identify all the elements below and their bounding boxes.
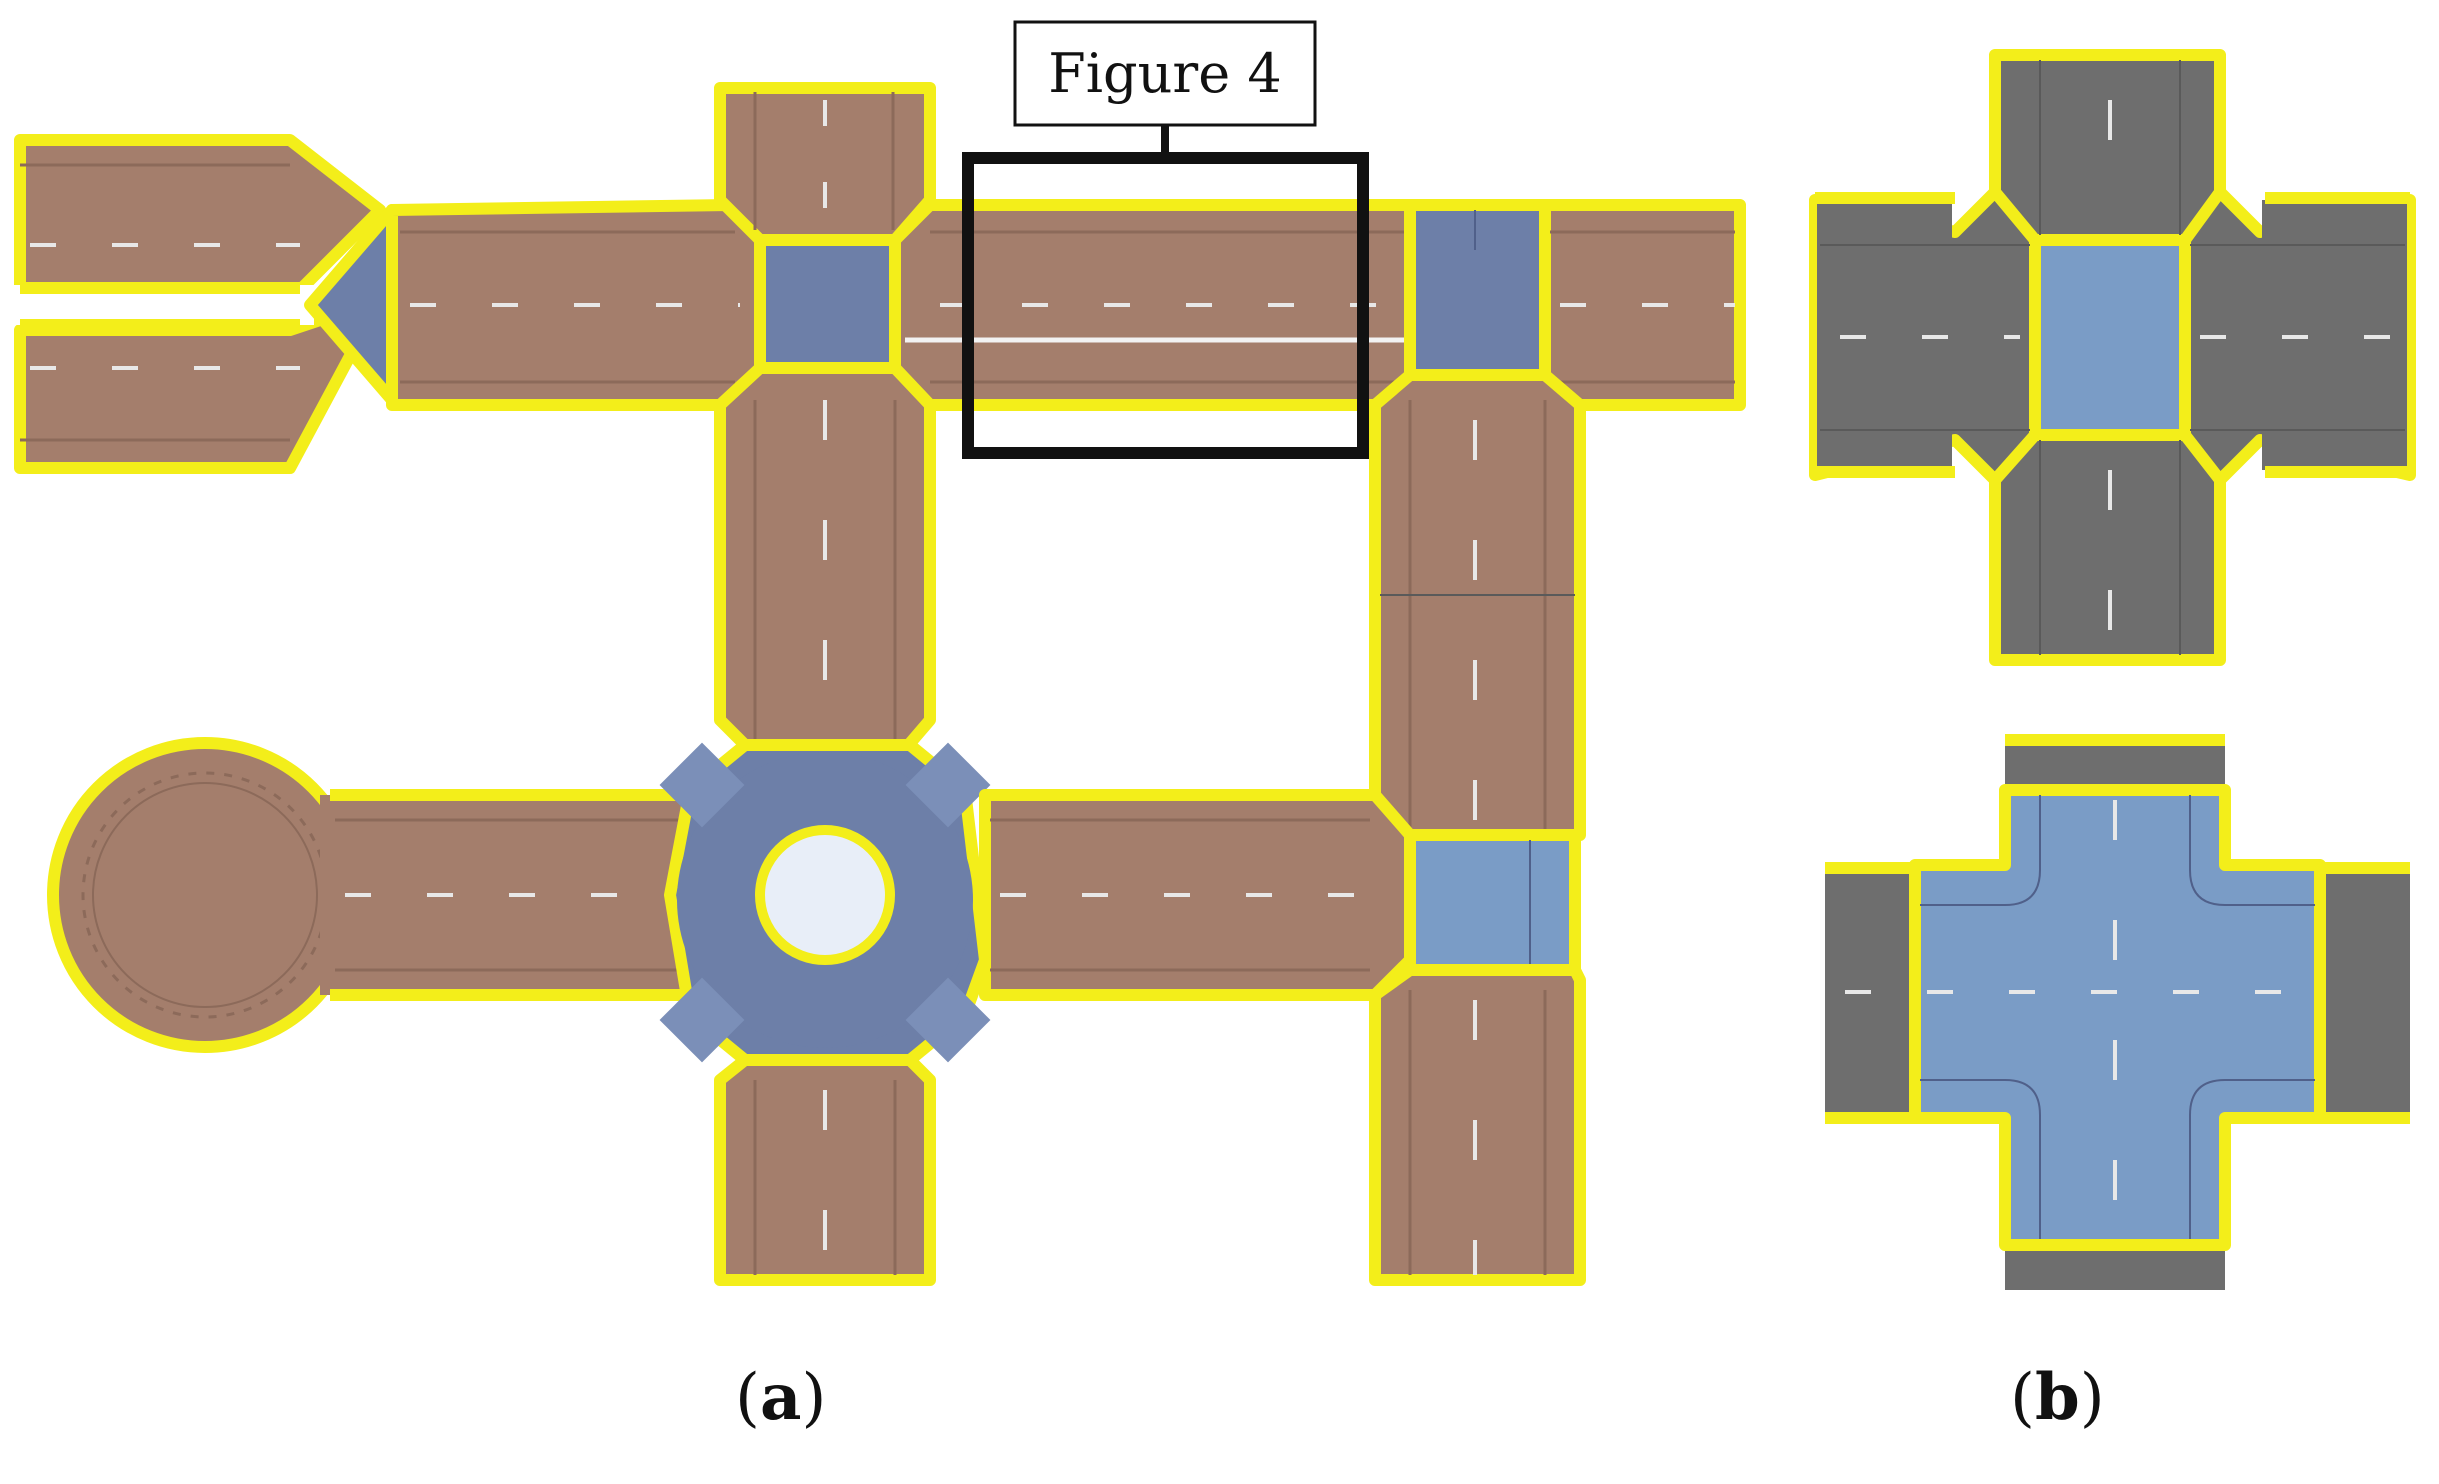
top-road-west <box>386 199 766 411</box>
panel-b-bottom-junction <box>1825 734 2410 1290</box>
panel-b-top-junction <box>1809 49 2416 666</box>
figure-4-callout: Figure 4 <box>962 20 1369 459</box>
roundabout-center-island <box>755 825 895 965</box>
junction-top-left <box>754 234 901 374</box>
roundabout <box>659 739 991 1066</box>
junction-top-right <box>1404 199 1551 381</box>
top-road-far-east <box>1539 199 1746 411</box>
junction-b-center <box>2029 234 2191 441</box>
north-stub-road <box>714 82 936 246</box>
callout-label-box <box>1013 20 1317 127</box>
cul-de-sac <box>47 737 363 1053</box>
panel-b-caption: (b) <box>2010 1360 2105 1435</box>
panel-a-network: Figure 4 <box>14 20 1746 1286</box>
junction-right-middle <box>1404 829 1581 976</box>
bottom-road-east <box>979 789 1416 1001</box>
bottom-road-west <box>320 789 690 1001</box>
vertical-road-west <box>714 362 936 761</box>
callout-label: Figure 4 <box>1048 42 1281 105</box>
south-road-east <box>1369 964 1586 1286</box>
panel-a-caption: (a) <box>735 1360 827 1435</box>
south-road-west <box>714 1054 936 1286</box>
split-road-branches <box>14 134 398 474</box>
vertical-road-east <box>1369 369 1586 841</box>
